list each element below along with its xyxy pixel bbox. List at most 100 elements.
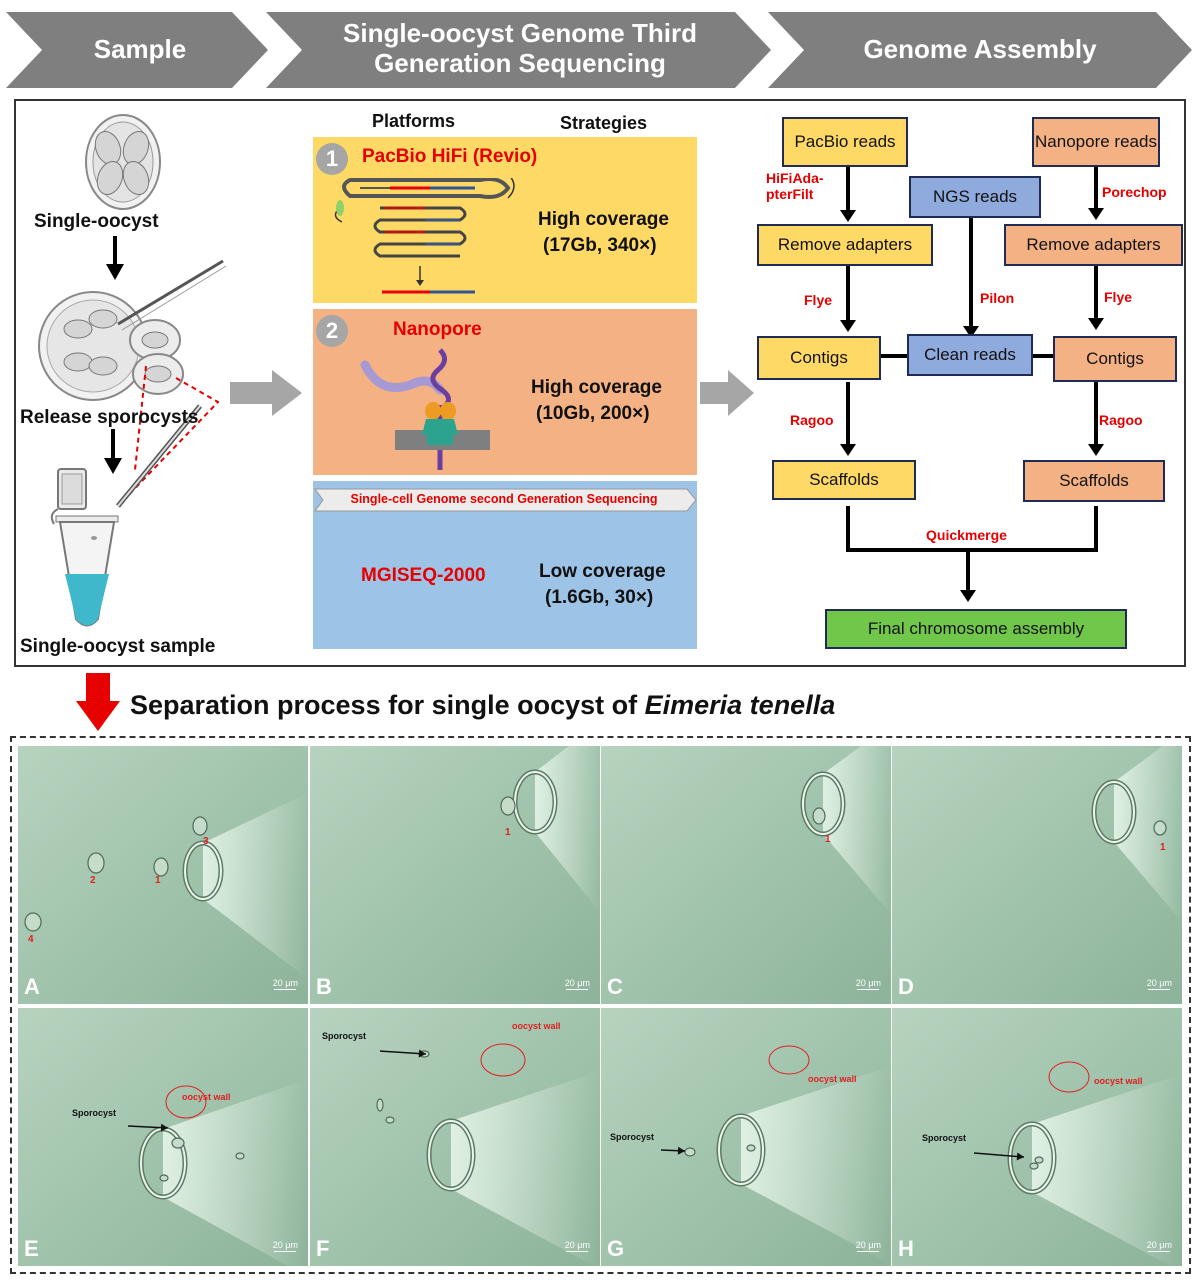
scale-label: 20 μm — [855, 1240, 881, 1250]
micrograph-image — [18, 1008, 308, 1266]
micrograph-panel-d: D 20 μm — [892, 746, 1182, 1004]
micrograph-image — [892, 746, 1182, 1004]
separation-title: Separation process for single oocyst of … — [130, 690, 835, 721]
pacbio-panel — [313, 137, 697, 303]
scale-bar: 20 μm — [565, 1240, 590, 1252]
platforms-header: Platforms — [372, 111, 456, 131]
micrograph-panel-b: B 20 μm — [310, 746, 600, 1004]
scale-line — [857, 989, 880, 990]
clean-reads-box: Clean reads — [907, 334, 1033, 376]
scale-line — [566, 989, 589, 990]
chevron-assembly — [768, 12, 1192, 88]
oocyst-number-1-d: 1 — [1160, 842, 1166, 853]
pacbio-number-badge: 1 — [316, 143, 348, 175]
micrograph-panel-a: A 20 μm — [18, 746, 308, 1004]
remove-adapters-right-box: Remove adapters — [1004, 224, 1183, 266]
flye-right-label: Flye — [1104, 289, 1133, 305]
nanopore-number-badge: 2 — [316, 315, 348, 347]
scale-bar: 20 μm — [856, 1240, 881, 1252]
remove-adapters-left-box: Remove adapters — [757, 224, 933, 266]
sporocyst-label-h: Sporocyst — [922, 1133, 967, 1143]
scale-line — [1148, 1251, 1171, 1252]
header-chevrons — [6, 12, 1192, 88]
nanopore-reads-box: Nanopore reads — [1032, 117, 1160, 167]
header-step-sequencing-line1: Single-oocyst Genome Third — [343, 18, 697, 48]
oocyst-wall-label-f: oocyst wall — [512, 1021, 561, 1031]
header-step-assembly: Genome Assembly — [863, 34, 1097, 64]
scale-label: 20 μm — [1146, 978, 1172, 988]
panel-letter: A — [24, 974, 40, 999]
ngs-detail: (1.6Gb, 30×) — [545, 587, 654, 608]
porechop-label: Porechop — [1102, 184, 1167, 200]
ngs-banner-shape — [314, 488, 697, 512]
oocyst-number-4: 4 — [28, 934, 34, 945]
micrograph-panel-h: H 20 μm — [892, 1008, 1182, 1266]
scale-line — [566, 1251, 589, 1252]
panel-letter: D — [898, 974, 914, 999]
final-assembly-box: Final chromosome assembly — [825, 609, 1127, 649]
micrograph-frame — [10, 736, 1191, 1274]
header-step-sequencing-line2: Generation Sequencing — [374, 47, 666, 78]
contigs-right-box: Contigs — [1053, 336, 1177, 382]
scale-line — [274, 989, 297, 990]
scale-bar: 20 μm — [1147, 978, 1172, 990]
pilon-label: Pilon — [980, 290, 1015, 306]
pacbio-detail: (17Gb, 340×) — [543, 235, 657, 256]
chevron-sample — [6, 12, 268, 88]
panel-letter: G — [607, 1236, 625, 1261]
oocyst-number-3: 3 — [203, 836, 209, 847]
ngs-platform-name: MGISEQ-2000 — [361, 565, 486, 586]
separation-title-text: Separation process for single oocyst of — [130, 690, 645, 720]
ngs-banner: Single-cell Genome second Generation Seq… — [350, 492, 658, 506]
grey-arrow-2 — [700, 370, 754, 416]
scale-line — [274, 1251, 297, 1252]
red-down-arrow-icon — [76, 673, 120, 731]
scale-bar: 20 μm — [273, 1240, 298, 1252]
panel-letter: B — [316, 974, 332, 999]
micrograph-image — [310, 746, 600, 1004]
chevron-sequencing — [266, 12, 771, 88]
micrograph-image — [601, 1008, 891, 1266]
scale-label: 20 μm — [564, 978, 590, 988]
scale-label: 20 μm — [272, 1240, 298, 1250]
oocyst-number-1: 1 — [155, 875, 161, 886]
nanopore-coverage: High coverage — [531, 377, 662, 398]
smrtbell-icon — [334, 178, 515, 294]
workflow-frame — [14, 99, 1186, 667]
flye-left-label: Flye — [804, 292, 833, 308]
oocyst-wall-label-h: oocyst wall — [1094, 1076, 1143, 1086]
ngs-coverage: Low coverage — [539, 561, 666, 582]
scale-label: 20 μm — [272, 978, 298, 988]
scale-label: 20 μm — [855, 978, 881, 988]
header-step-sequencing: Single-oocyst Genome Third Generation Se… — [300, 18, 740, 79]
scale-bar: 20 μm — [565, 978, 590, 990]
ragoo-right-label: Ragoo — [1099, 412, 1143, 428]
scale-label: 20 μm — [1146, 1240, 1172, 1250]
oocyst-number-1-c: 1 — [825, 834, 831, 845]
grey-arrow-1 — [230, 370, 302, 416]
strategies-header: Strategies — [560, 113, 648, 133]
panel-letter: F — [316, 1236, 330, 1261]
oocyst-icon — [85, 114, 161, 210]
sporocyst-label-e: Sporocyst — [72, 1108, 117, 1118]
tube-icon — [50, 404, 202, 627]
single-oocyst-label: Single-oocyst — [34, 211, 159, 232]
oocyst-number-2: 2 — [90, 875, 96, 886]
nanopore-name: Nanopore — [393, 319, 482, 340]
sporocyst-label-f: Sporocyst — [322, 1031, 367, 1041]
scale-bar: 20 μm — [1147, 1240, 1172, 1252]
scale-line — [857, 1251, 880, 1252]
hifiadapterfilt-label: HiFiAda-pterFilt — [766, 170, 824, 203]
sporocyst-label-g: Sporocyst — [610, 1132, 655, 1142]
scale-label: 20 μm — [564, 1240, 590, 1250]
release-icon — [38, 259, 227, 401]
scaffolds-left-box: Scaffolds — [772, 460, 916, 500]
panel-letter: H — [898, 1236, 914, 1261]
ragoo-left-label: Ragoo — [790, 412, 834, 428]
header-step-sample: Sample — [93, 34, 187, 64]
oocyst-wall-label-g: oocyst wall — [808, 1074, 857, 1084]
contigs-left-box: Contigs — [757, 336, 881, 380]
ngs-reads-box: NGS reads — [909, 176, 1041, 218]
